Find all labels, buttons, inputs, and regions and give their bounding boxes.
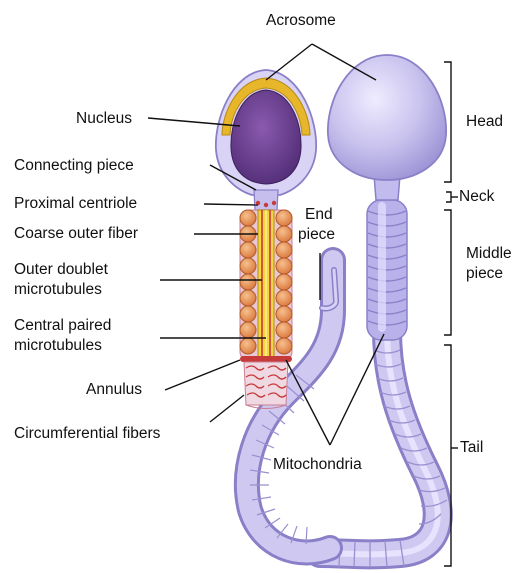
- label-proximal-centriole: Proximal centriole: [14, 195, 137, 213]
- middle-piece-segments: [367, 200, 407, 340]
- intact-head: [328, 55, 446, 180]
- label-mitochondria: Mitochondria: [273, 456, 362, 474]
- label-annulus: Annulus: [86, 381, 142, 399]
- mitochondria-left: [240, 210, 256, 354]
- label-end-piece-line2: piece: [298, 226, 335, 244]
- mitochondria-right: [276, 210, 292, 354]
- label-head: Head: [466, 113, 503, 131]
- label-middle-piece-line1: Middle: [466, 245, 512, 263]
- label-neck: Neck: [459, 188, 494, 206]
- label-central-paired-line1: Central paired: [14, 317, 111, 335]
- label-coarse-outer-fiber: Coarse outer fiber: [14, 225, 138, 243]
- label-end-piece-line1: End: [305, 206, 333, 224]
- label-middle-piece-line2: piece: [466, 265, 503, 283]
- label-central-paired-line2: microtubules: [14, 337, 102, 355]
- label-tail: Tail: [460, 439, 483, 457]
- label-connecting-piece: Connecting piece: [14, 157, 134, 175]
- label-circumferential-fibers: Circumferential fibers: [14, 425, 160, 443]
- label-outer-doublet-line2: microtubules: [14, 281, 102, 299]
- label-outer-doublet-line1: Outer doublet: [14, 261, 108, 279]
- annulus-ring: [240, 356, 292, 362]
- label-acrosome: Acrosome: [266, 12, 336, 30]
- label-nucleus: Nucleus: [76, 110, 132, 128]
